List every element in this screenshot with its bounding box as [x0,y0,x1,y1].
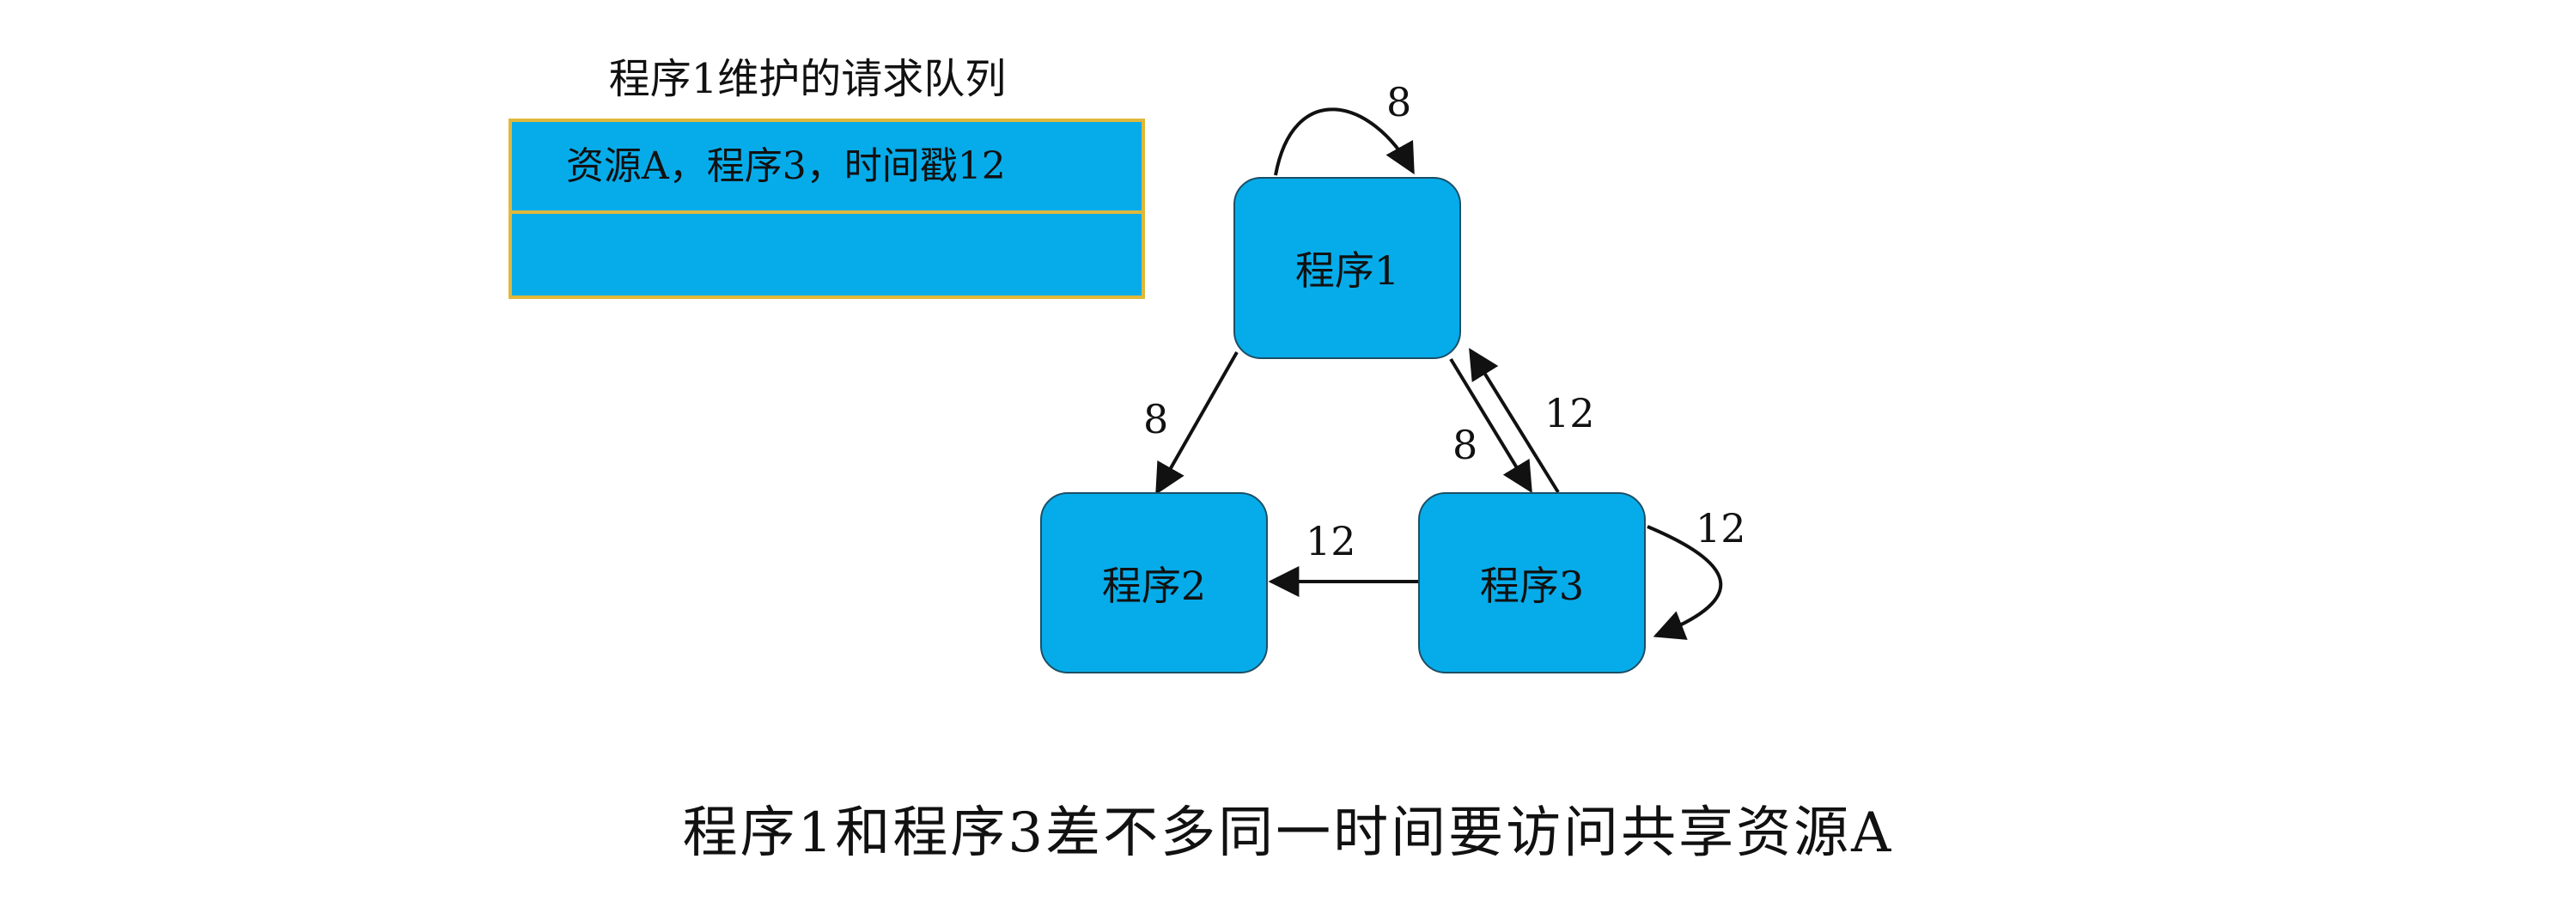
request-queue: 资源A，程序3，时间戳12 [509,119,1145,299]
edge-label-p3-to-p2: 12 [1306,518,1356,564]
edge-label-p1-to-p3: 8 [1452,422,1478,468]
edge-p1-to-p2 [1155,351,1239,496]
node-program-3: 程序3 [1418,492,1646,673]
edge-p3-self [1647,525,1723,640]
edge-p1-self [1274,107,1415,176]
edge-label-p3-self: 12 [1696,505,1746,551]
queue-row [512,210,1142,295]
queue-row: 资源A，程序3，时间戳12 [566,144,1006,188]
edge-p1-to-p3 [1449,357,1532,494]
edge-p3-to-p1 [1469,347,1560,494]
edge-label-p1-to-p2: 8 [1143,396,1169,442]
edge-label-p3-to-p1: 12 [1544,390,1595,436]
caption: 程序1和程序3差不多同一时间要访问共享资源A [682,801,1894,865]
edge-label-p1-self: 8 [1386,79,1412,125]
queue-title: 程序1维护的请求队列 [608,55,1007,103]
node-program-2: 程序2 [1040,492,1268,673]
node-program-1: 程序1 [1233,177,1461,359]
